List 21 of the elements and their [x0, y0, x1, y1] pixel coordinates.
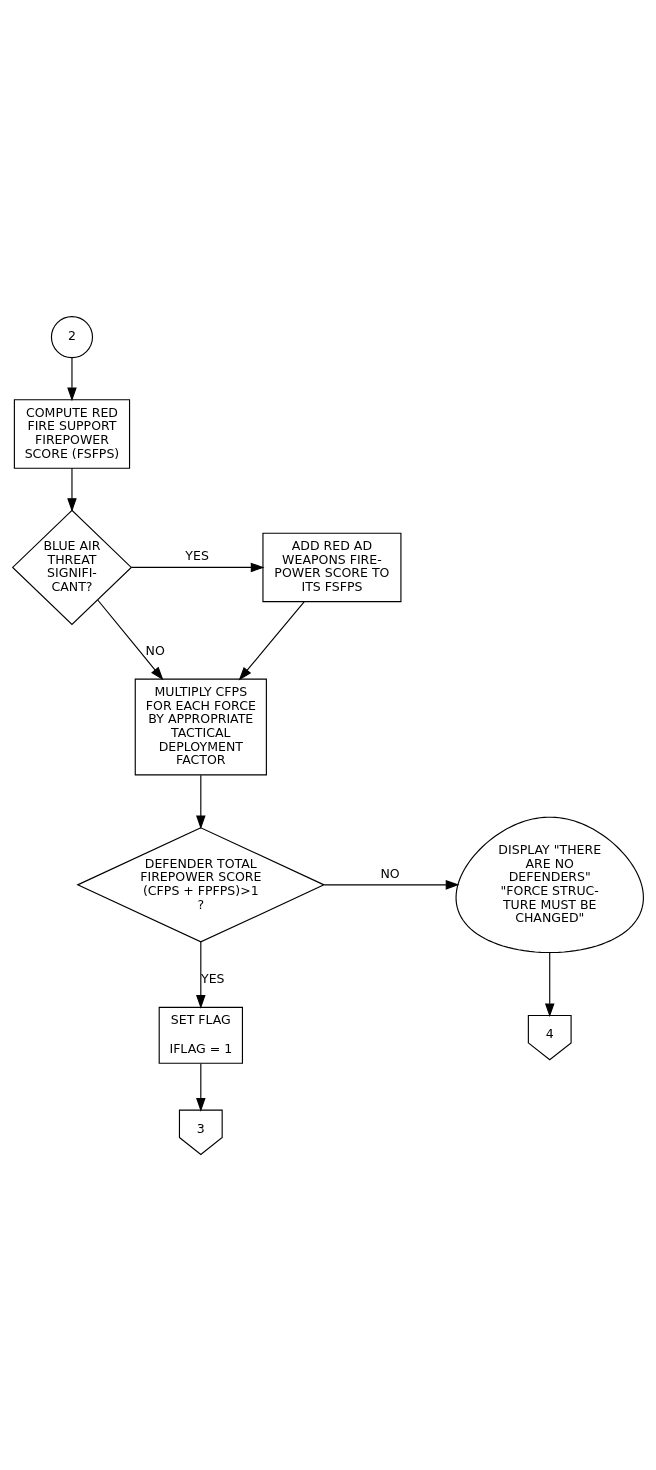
arrow — [196, 940, 206, 1009]
edge-label: NO — [145, 642, 165, 658]
edge-label: YES — [185, 547, 209, 563]
arrow — [130, 562, 265, 572]
arrow — [67, 356, 77, 401]
node-diamond: BLUE AIR THREAT SIGNIFI- CANT? — [11, 509, 133, 625]
edge-label: NO — [380, 865, 400, 881]
node-box: SET FLAG IFLAG = 1 — [158, 1006, 243, 1064]
arrow — [196, 1062, 206, 1112]
arrow — [323, 879, 460, 890]
node-box: COMPUTE RED FIRE SUPPORT FIREPOWER SCORE (FSFPS) — [13, 398, 131, 469]
node-box: ADD RED AD WEAPONS FIRE- POWER SCORE TO ITS FSFPS — [262, 532, 402, 602]
edge-label: YES — [201, 970, 225, 986]
node-circle: 2 — [50, 315, 94, 358]
arrow — [97, 598, 164, 680]
arrow — [196, 774, 206, 829]
arrow — [67, 467, 77, 512]
node-box: MULTIPLY CFPS FOR EACH FORCE BY APPROPRIATE TACTICAL DEPLOYMENT FACTOR — [134, 678, 267, 775]
node-diamond: DEFENDER TOTAL FIREPOWER SCORE (CFPS + FPFPS)>1 ? — [76, 826, 326, 942]
arrow — [238, 600, 305, 680]
arrow — [544, 951, 555, 1017]
